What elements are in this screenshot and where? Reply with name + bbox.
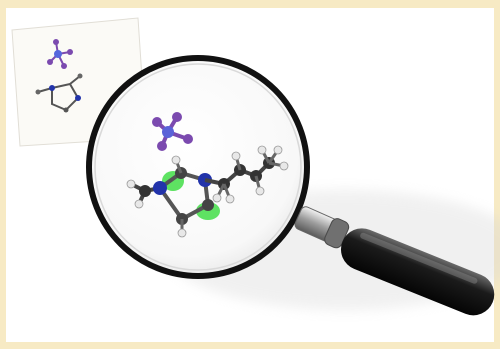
lens <box>89 58 307 276</box>
handle-grip <box>340 228 495 316</box>
lens-frame <box>86 55 310 279</box>
lens-inner-ring <box>94 63 302 271</box>
handle-highlight <box>360 232 478 284</box>
magnifying-glass-icon <box>86 55 495 316</box>
handle-ring <box>324 218 350 249</box>
anion-icon <box>152 112 193 151</box>
molecule-icon <box>126 112 289 238</box>
small-molecule-icon <box>35 39 83 113</box>
cation-icon <box>126 145 289 238</box>
